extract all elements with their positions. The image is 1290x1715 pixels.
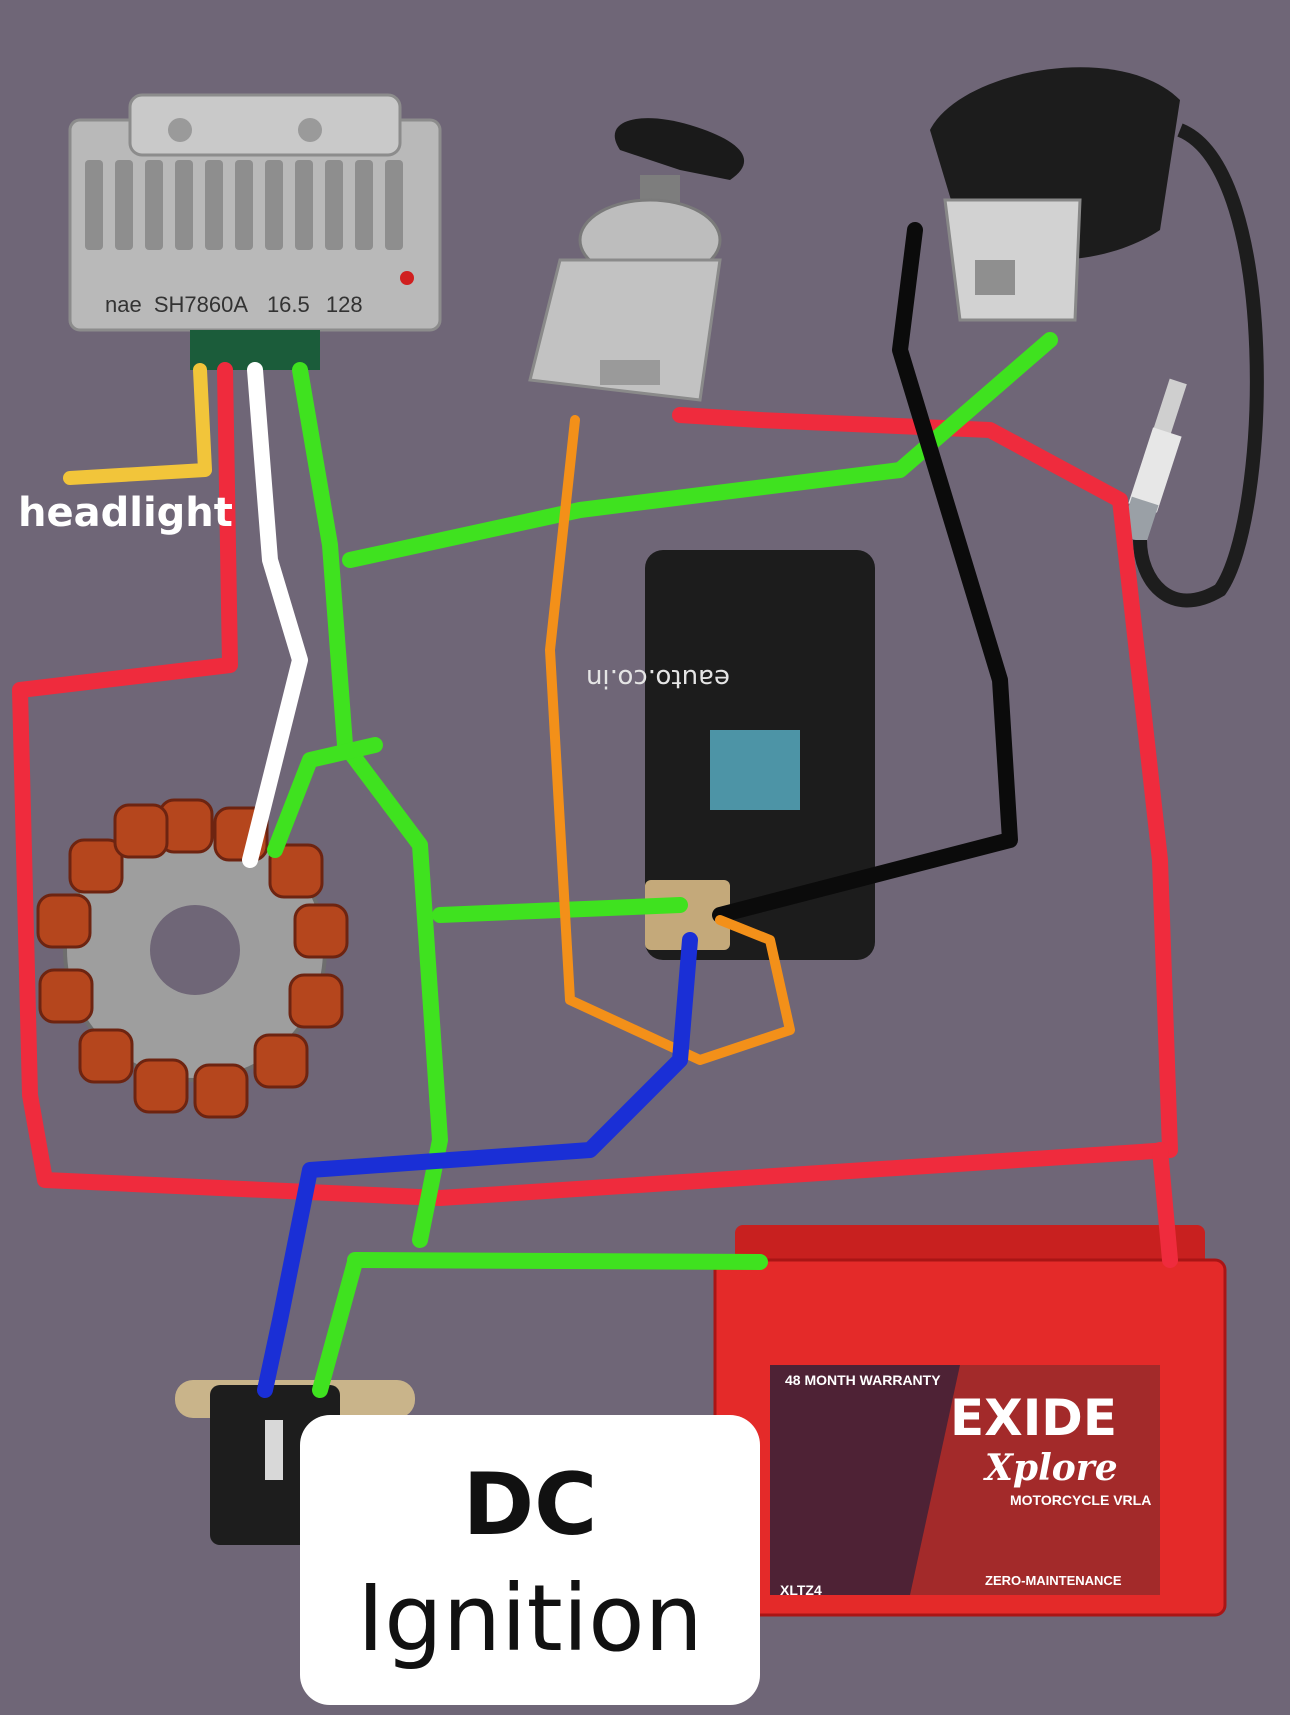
- battery-maintenance: ZERO-MAINTENANCE: [985, 1573, 1122, 1588]
- headlight-label: headlight: [18, 490, 233, 536]
- wires: [12, 222, 1178, 1398]
- regulator-label: nae SH7860A 16.5 128: [105, 292, 363, 317]
- battery-series: Xplore: [983, 1447, 1118, 1489]
- cdi-watermark: eauto.co.in: [586, 663, 730, 693]
- ignition-coil: [930, 67, 1180, 322]
- regulator-spec1: 16.5: [267, 292, 310, 317]
- title-line2: Ignition: [357, 1565, 703, 1672]
- battery-warranty: 48 MONTH WARRANTY: [785, 1372, 941, 1388]
- spark-plug: [1119, 378, 1187, 544]
- black-wire: [712, 222, 1018, 923]
- blue-wire: [257, 932, 698, 1398]
- title-line1: DC: [462, 1455, 598, 1555]
- orange-wire: [545, 415, 795, 1065]
- regulator-brand: nae: [105, 292, 142, 317]
- regulator-spec2: 128: [326, 292, 363, 317]
- regulator-rectifier: nae SH7860A 16.5 128: [68, 93, 442, 370]
- green-wire-stator: [267, 737, 383, 858]
- high-tension-lead: [1133, 123, 1264, 608]
- green-wire-battery: [347, 1252, 768, 1270]
- green-wire-coil: [342, 332, 1058, 568]
- battery: 48 MONTH WARRANTY EXIDE Xplore MOTORCYCL…: [713, 1225, 1227, 1617]
- battery-brand: EXIDE: [950, 1389, 1117, 1447]
- green-wire-pulser: [312, 1254, 363, 1398]
- white-wire: [242, 362, 308, 868]
- red-wire-battery: [1152, 1142, 1178, 1268]
- title-card: DC Ignition: [300, 1415, 760, 1705]
- yellow-headlight-wire: [63, 363, 212, 485]
- battery-type: MOTORCYCLE VRLA: [1010, 1492, 1151, 1508]
- regulator-model: SH7860A: [154, 292, 249, 317]
- ignition-key-switch: [528, 118, 745, 402]
- battery-model: XLTZ4: [780, 1582, 822, 1598]
- cdi-unit: eauto.co.in: [586, 550, 875, 960]
- stator-coil: [36, 798, 349, 1119]
- green-wire-main: [292, 362, 448, 1248]
